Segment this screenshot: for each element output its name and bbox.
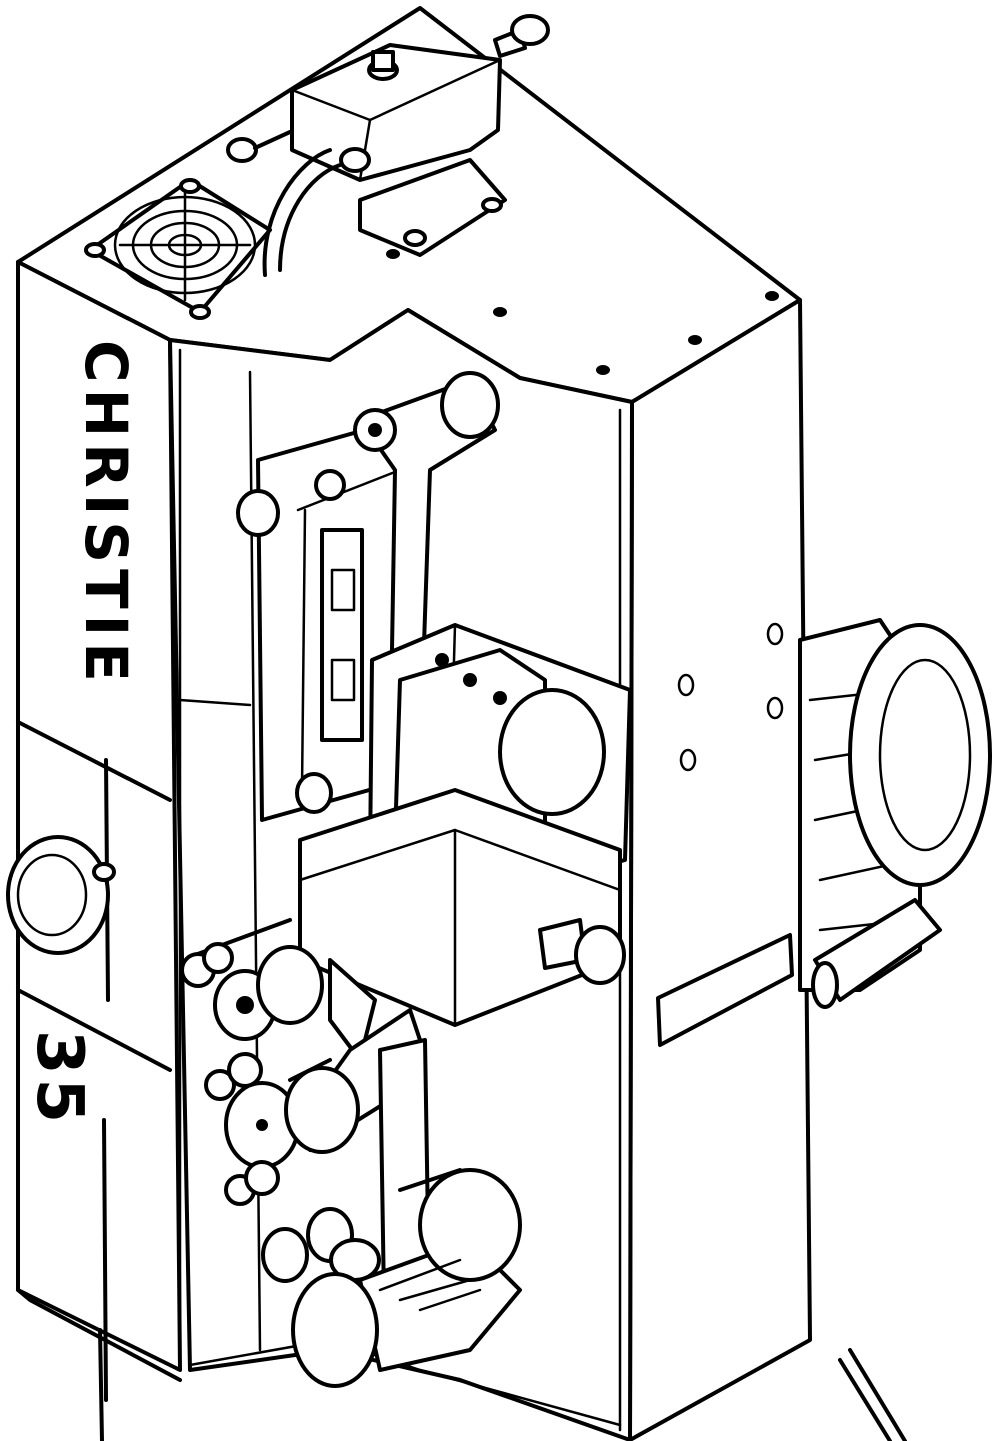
left-adjustment-knob <box>6 835 116 955</box>
brand-lettering: CHRISTIE 35 <box>22 340 140 1402</box>
lower-sprocket-assembly <box>180 918 522 1388</box>
fan-grille <box>84 178 272 320</box>
top-screw-holes <box>386 249 779 375</box>
lens-holder <box>298 623 632 1027</box>
side-panel-details <box>656 622 794 1047</box>
top-mechanism <box>226 14 550 277</box>
model-number: 35 <box>22 1030 96 1127</box>
drive-motor <box>798 618 992 1009</box>
stand-legs <box>98 1328 907 1441</box>
brand-name: CHRISTIE <box>72 340 140 688</box>
